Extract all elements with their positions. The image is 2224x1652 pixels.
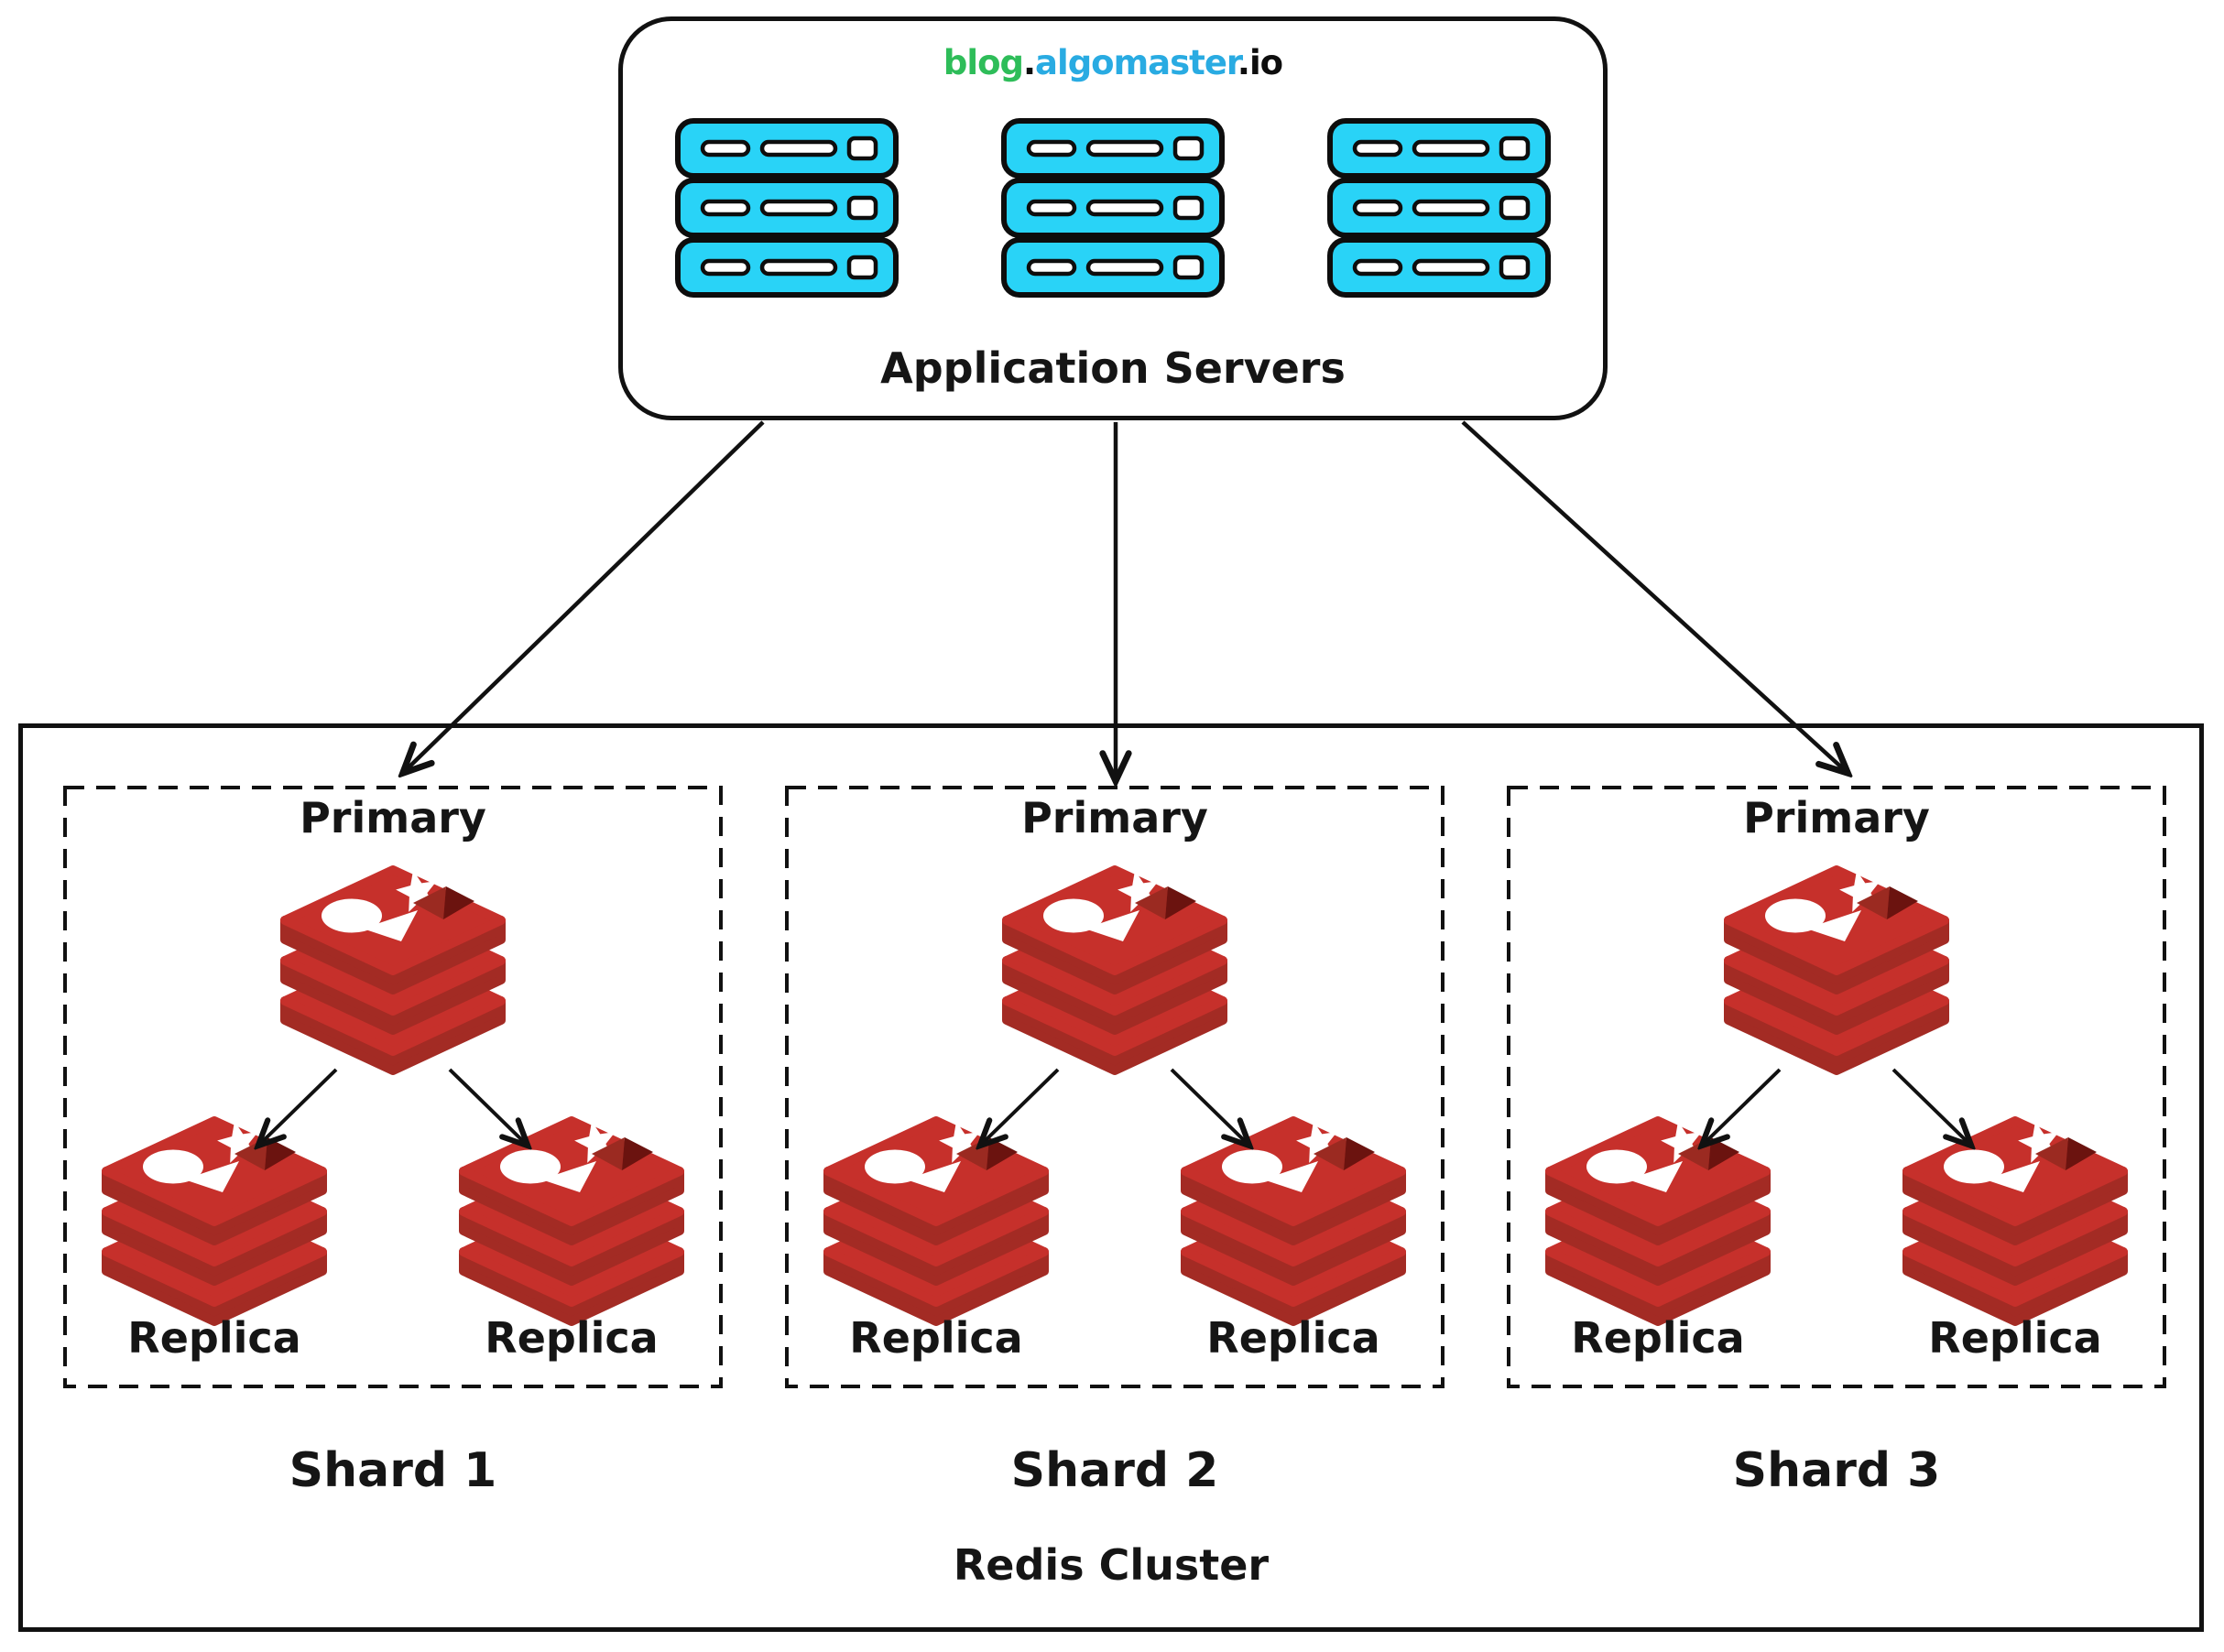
redis-primary-icon — [1000, 857, 1229, 1077]
server-stack-icon — [675, 118, 899, 298]
redis-replica-icon — [1179, 1108, 1408, 1328]
server-stack-icon — [1327, 118, 1551, 298]
arrow-app-to-shard-1 — [404, 420, 765, 772]
application-servers-label: Application Servers — [880, 343, 1346, 393]
replica-label: Replica — [485, 1313, 659, 1363]
server-stack-icon — [1001, 118, 1225, 298]
redis-replica-icon — [822, 1108, 1051, 1328]
redis-cluster-label: Redis Cluster — [953, 1540, 1270, 1590]
server-row — [623, 118, 1603, 298]
redis-primary-icon — [1722, 857, 1951, 1077]
primary-label: Primary — [1743, 793, 1930, 842]
shard-1-name: Shard 1 — [289, 1443, 497, 1498]
shard-3-box: Primary Replica Replica — [1509, 788, 2164, 1386]
arrow-app-to-shard-3 — [1461, 420, 1847, 772]
redis-primary-icon — [278, 857, 507, 1077]
replica-label: Replica — [1928, 1313, 2102, 1363]
brand-io: io — [1248, 43, 1283, 82]
redis-replica-icon — [100, 1108, 329, 1328]
replica-label: Replica — [849, 1313, 1023, 1363]
redis-replica-icon — [457, 1108, 686, 1328]
redis-replica-icon — [1901, 1108, 2130, 1328]
shard-3-name: Shard 3 — [1732, 1443, 1941, 1498]
brand-watermark: blog.algomaster.io — [943, 43, 1283, 82]
shard-1-box: Primary Replica Replica — [65, 788, 721, 1386]
replica-label: Replica — [127, 1313, 301, 1363]
brand-algomaster: algomaster — [1035, 43, 1238, 82]
shard-2-name: Shard 2 — [1010, 1443, 1219, 1498]
primary-label: Primary — [300, 793, 486, 842]
brand-blog: blog — [943, 43, 1024, 82]
redis-replica-icon — [1543, 1108, 1772, 1328]
primary-label: Primary — [1021, 793, 1208, 842]
replica-label: Replica — [1206, 1313, 1380, 1363]
shard-2-box: Primary Replica Replica — [787, 788, 1443, 1386]
replica-label: Replica — [1571, 1313, 1745, 1363]
application-servers-box: blog.algomaster.io Application Servers — [618, 16, 1608, 420]
